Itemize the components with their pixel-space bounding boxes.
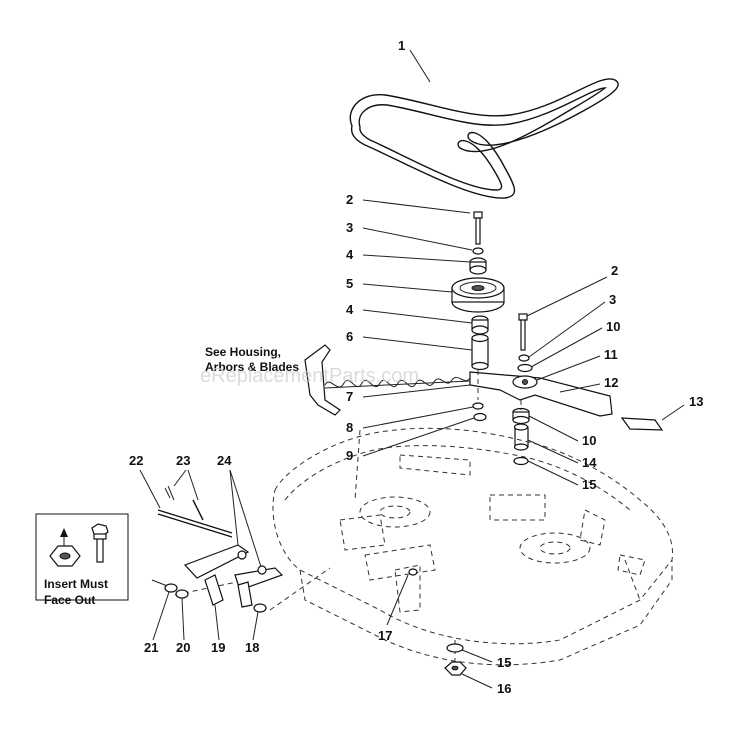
see-housing-note-line2: Arbors & Blades xyxy=(205,360,299,374)
callout-16: 16 xyxy=(497,681,511,696)
callout-3: 3 xyxy=(346,220,353,235)
callout-24: 24 xyxy=(217,453,232,468)
callout-2: 2 xyxy=(346,192,353,207)
idler-washer xyxy=(518,354,530,362)
lift-rod xyxy=(157,509,233,538)
spring xyxy=(324,376,471,389)
callout-18: 18 xyxy=(245,640,259,655)
belt xyxy=(349,78,619,199)
callout-11: 11 xyxy=(604,347,618,362)
callout-2: 2 xyxy=(611,263,618,278)
insert-note-line1: Insert Must xyxy=(44,577,108,591)
arm-lower-bushing xyxy=(512,407,530,425)
spring-nut xyxy=(473,412,487,422)
callout-17: 17 xyxy=(378,628,392,643)
spring-washer xyxy=(472,402,484,410)
clevis-pin xyxy=(192,499,204,521)
callout-21: 21 xyxy=(144,640,158,655)
lower-washer xyxy=(446,643,464,653)
upper-bearing xyxy=(469,257,487,275)
lower-nut xyxy=(444,661,467,676)
callout-4: 4 xyxy=(346,302,354,317)
watermark: eReplacementParts.com xyxy=(200,365,419,387)
idler-arm xyxy=(469,371,613,417)
callout-12: 12 xyxy=(604,375,618,390)
hairpin-clip xyxy=(164,485,175,501)
leader-lines xyxy=(151,49,685,689)
callout-10: 10 xyxy=(582,433,596,448)
callout-4: 4 xyxy=(346,247,354,262)
lift-link-plate xyxy=(183,544,284,608)
housing-bracket xyxy=(304,344,341,416)
callout-23: 23 xyxy=(176,453,190,468)
arm-sleeve xyxy=(513,423,529,451)
callout-7: 7 xyxy=(346,389,353,404)
callout-22: 22 xyxy=(129,453,143,468)
linkage-leaders xyxy=(139,469,259,641)
arm-washer xyxy=(513,456,529,466)
callout-3: 3 xyxy=(609,292,616,307)
callout-10: 10 xyxy=(606,319,620,334)
callout-8: 8 xyxy=(346,420,353,435)
idler-bushing-upper xyxy=(517,363,533,373)
pulley xyxy=(451,277,505,313)
spacer xyxy=(471,333,489,371)
callout-13: 13 xyxy=(689,394,703,409)
link-washer-20 xyxy=(175,589,189,599)
callout-15: 15 xyxy=(582,477,596,492)
callout-1: 1 xyxy=(398,38,405,53)
callout-9: 9 xyxy=(346,448,353,463)
insert-note-line2: Face Out xyxy=(44,593,95,607)
center-bolt xyxy=(473,211,483,245)
callout-20: 20 xyxy=(176,640,190,655)
link-nut-18 xyxy=(253,603,267,613)
deck-bolt-17 xyxy=(408,568,418,576)
center-washer xyxy=(472,247,484,255)
link-nut-21 xyxy=(164,583,178,593)
mower-deck xyxy=(272,427,674,666)
insert-inset xyxy=(35,513,129,601)
callout-14: 14 xyxy=(582,455,597,470)
idler-bolt xyxy=(518,313,528,351)
callout-19: 19 xyxy=(211,640,225,655)
callout-5: 5 xyxy=(346,276,353,291)
assembly-lines xyxy=(174,370,522,660)
see-housing-note-line1: See Housing, xyxy=(205,345,281,359)
arm-pad xyxy=(620,417,664,431)
callout-15: 15 xyxy=(497,655,511,670)
lower-bearing xyxy=(471,315,489,335)
callout-6: 6 xyxy=(346,329,353,344)
